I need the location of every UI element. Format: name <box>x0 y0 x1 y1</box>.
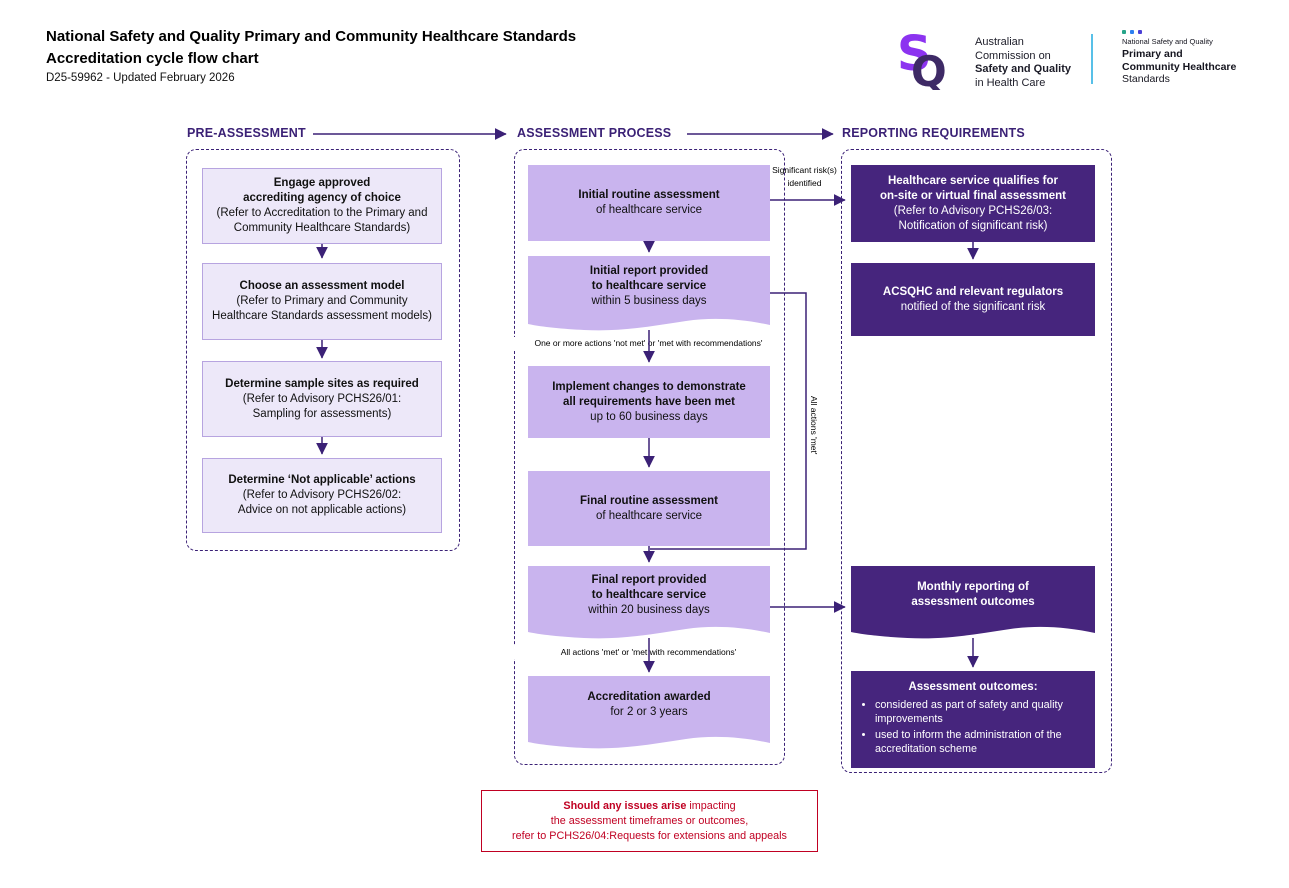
page-subtitle: Accreditation cycle flow chart <box>46 50 259 67</box>
acsqhc-text-line1: Australian <box>975 36 1024 48</box>
wave-edge <box>528 624 770 639</box>
logo-divider <box>1091 34 1093 84</box>
box-subtitle: up to 60 business days <box>590 410 708 423</box>
box-implement-changes: Implement changes to demonstrate all req… <box>528 366 770 438</box>
box-title: Final report provided to healthcare serv… <box>591 573 707 601</box>
wave-edge <box>528 734 770 749</box>
box-subtitle: (Refer to Advisory PCHS26/01: Sampling f… <box>242 392 402 420</box>
box-final-assessment: Final routine assessment of healthcare s… <box>528 471 770 546</box>
box-assessment-outcomes: Assessment outcomes: considered as part … <box>851 671 1095 768</box>
svg-text:Q: Q <box>911 47 947 90</box>
box-subtitle: (Refer to Advisory PCHS26/03: Notificati… <box>893 204 1053 232</box>
footer-issues-note: Should any issues arise impacting the as… <box>481 790 818 852</box>
box-title: Healthcare service qualifies for on-site… <box>880 174 1066 202</box>
box-title: Final routine assessment <box>579 494 719 507</box>
acsqhc-text-line4: in Health Care <box>975 76 1046 89</box>
box-subtitle: for 2 or 3 years <box>610 706 688 718</box>
standards-line2: Community Healthcare <box>1122 60 1237 73</box>
box-subtitle: (Refer to Primary and Community Healthca… <box>212 295 432 322</box>
note-not-met: One or more actions 'not met' or 'met wi… <box>514 337 783 350</box>
box-title: ACSQHC and relevant regulators <box>882 285 1064 298</box>
header-assessment-process: ASSESSMENT PROCESS <box>517 126 672 140</box>
box-title: Initial report provided to healthcare se… <box>589 264 709 292</box>
page-title: National Safety and Quality Primary and … <box>46 28 577 45</box>
acsqhc-logo-text: Australian Commission on Safety and Qual… <box>975 36 1071 90</box>
box-not-applicable-actions: Determine ‘Not applicable’ actions (Refe… <box>202 458 442 533</box>
box-title: Implement changes to demonstrate all req… <box>552 380 746 408</box>
wave-edge <box>851 624 1095 639</box>
footer-note-line1: Should any issues arise impacting <box>563 799 736 812</box>
outcome-list: considered as part of safety and quality… <box>851 698 1095 758</box>
svg-text:S: S <box>897 28 932 82</box>
standards-logo: National Safety and Quality Primary and … <box>1122 30 1272 86</box>
reporting-requirements-container <box>841 149 1112 773</box>
box-monthly-reporting: Monthly reporting of assessment outcomes <box>851 566 1095 640</box>
box-title: Engage approved accrediting agency of ch… <box>243 177 401 204</box>
standards-line1: Primary and <box>1122 48 1183 60</box>
box-engage-agency: Engage approved accrediting agency of ch… <box>202 168 442 244</box>
box-final-report: Final report provided to healthcare serv… <box>528 566 770 640</box>
outcome-item: considered as part of safety and quality… <box>875 698 1095 726</box>
box-title: Choose an assessment model <box>239 280 405 292</box>
wave-edge <box>528 316 770 331</box>
note-all-actions-met-vertical: All actions 'met' <box>809 396 819 455</box>
note-significant-risk: Significant risk(s) identified <box>772 165 837 188</box>
footer-note-line2: the assessment timeframes or outcomes, <box>550 814 749 827</box>
box-title: Accreditation awarded <box>587 691 711 703</box>
standards-logo-dots-icon <box>1122 30 1272 34</box>
box-title: Determine ‘Not applicable’ actions <box>228 474 416 486</box>
box-sample-sites: Determine sample sites as required (Refe… <box>202 361 442 437</box>
box-subtitle: of healthcare service <box>595 204 703 216</box>
document-reference: D25-59962 - Updated February 2026 <box>46 72 235 84</box>
box-subtitle: within 5 business days <box>591 294 707 307</box>
box-title: Assessment outcomes: <box>908 681 1038 693</box>
header-pre-assessment: PRE-ASSESSMENT <box>187 126 306 140</box>
standards-line3: Standards <box>1122 73 1170 85</box>
acsqhc-logo-mark: S Q <box>897 26 947 96</box>
box-initial-report: Initial report provided to healthcare se… <box>528 256 770 332</box>
box-subtitle: of healthcare service <box>595 509 703 522</box>
box-title: Determine sample sites as required <box>225 377 419 390</box>
pre-assessment-container <box>186 149 460 551</box>
box-subtitle: (Refer to Advisory PCHS26/02: Advice on … <box>237 489 407 516</box>
box-accreditation-awarded: Accreditation awarded for 2 or 3 years <box>528 676 770 750</box>
header-reporting-requirements: REPORTING REQUIREMENTS <box>842 126 1025 140</box>
box-qualifies-final-assessment: Healthcare service qualifies for on-site… <box>851 165 1095 242</box>
acsqhc-text-line2: Commission on <box>975 49 1051 62</box>
box-choose-model: Choose an assessment model (Refer to Pri… <box>202 263 442 340</box>
box-regulators-notified: ACSQHC and relevant regulators notified … <box>851 263 1095 336</box>
box-subtitle: notified of the significant risk <box>900 300 1046 313</box>
outcome-item: used to inform the administration of the… <box>875 728 1095 756</box>
box-initial-assessment: Initial routine assessment of healthcare… <box>528 165 770 241</box>
acsqhc-text-line3: Safety and Quality <box>975 63 1071 75</box>
footer-note-line3: refer to PCHS26/04:Requests for extensio… <box>512 829 787 842</box>
note-all-met: All actions 'met' or 'met with recommend… <box>514 646 783 659</box>
box-title: Monthly reporting of assessment outcomes <box>911 581 1035 608</box>
acsqhc-logo: S Q Australian Commission on Safety and … <box>895 26 1085 96</box>
standards-eyebrow: National Safety and Quality <box>1122 37 1213 46</box>
assessment-process-container <box>514 149 785 765</box>
box-subtitle: (Refer to Accreditation to the Primary a… <box>216 207 428 234</box>
box-title: Initial routine assessment <box>578 189 720 201</box>
box-subtitle: within 20 business days <box>588 603 710 616</box>
